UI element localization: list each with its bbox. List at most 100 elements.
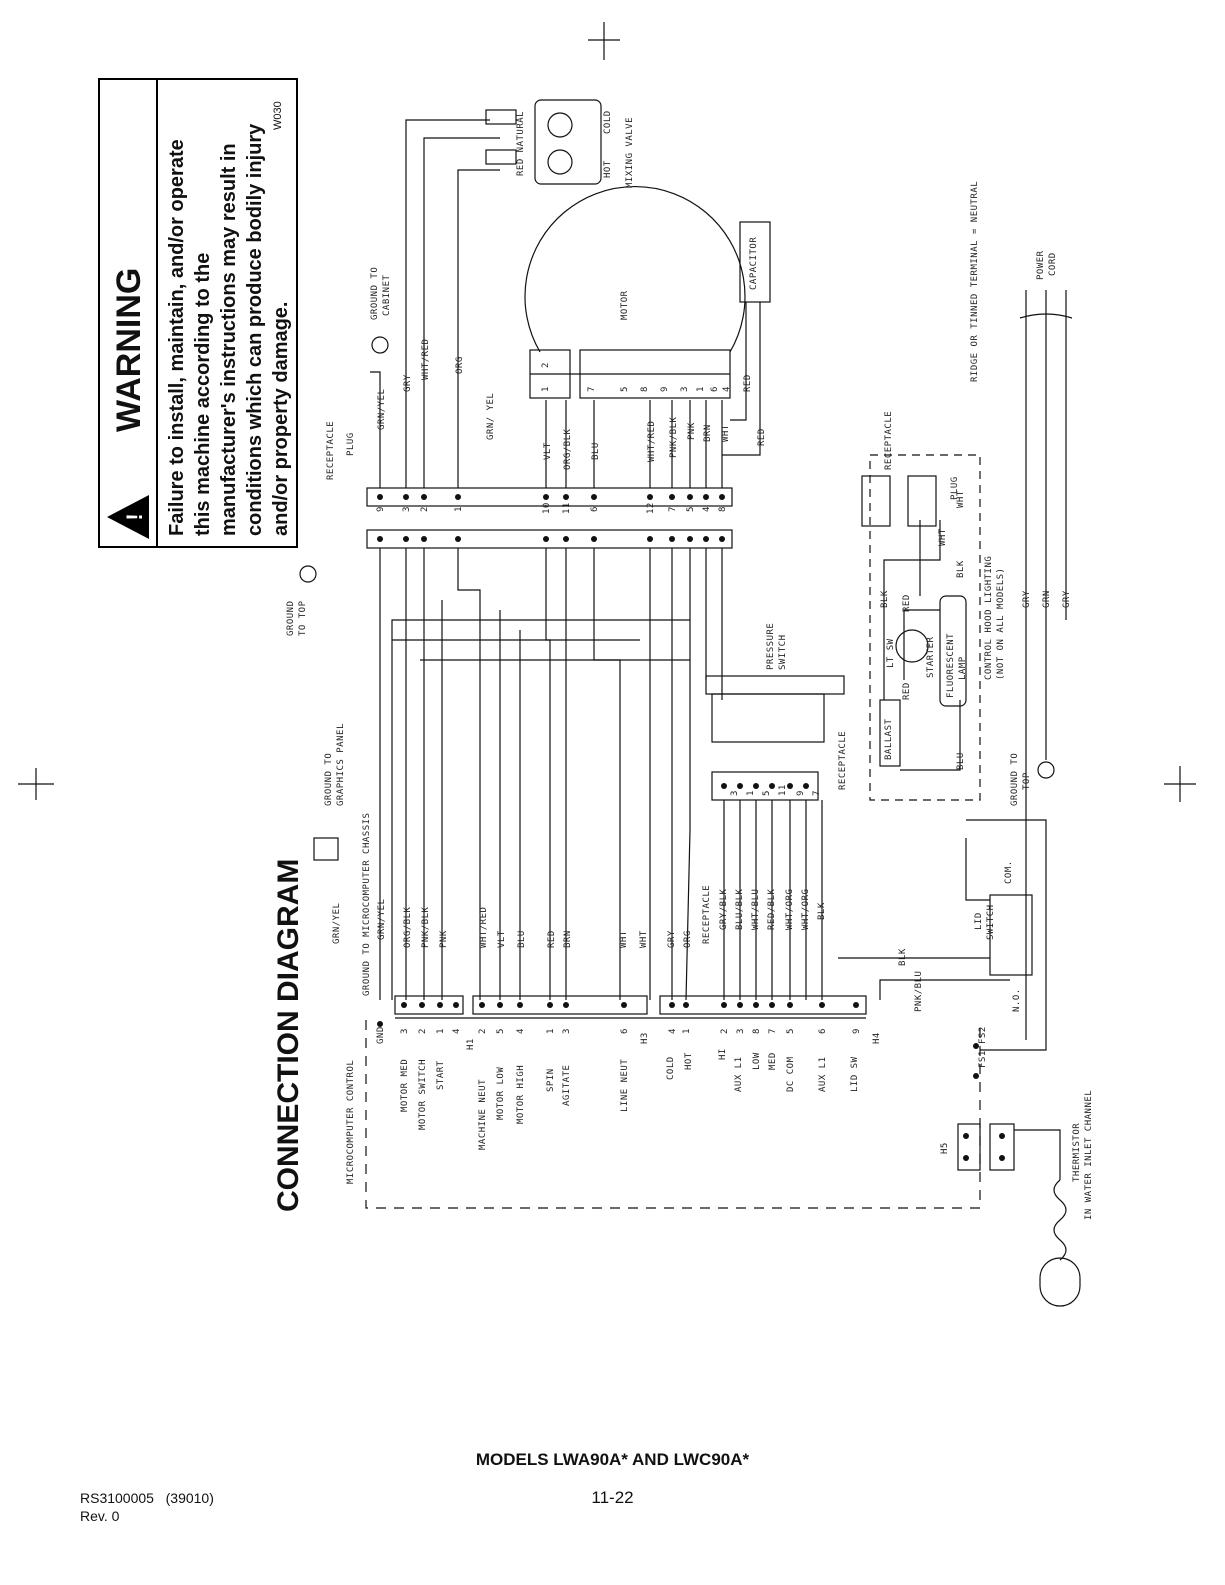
wire-right: BLK	[880, 590, 890, 608]
label-power-cord-1: POWER	[1036, 250, 1046, 280]
label-fluorescent-1: FLUORESCENT	[946, 632, 956, 698]
wire-right: GRY	[1062, 590, 1072, 608]
wire-upper: VLT	[543, 442, 553, 460]
plug-pin: 3	[402, 506, 412, 512]
wire-right: WHT	[956, 490, 966, 508]
motor-pin: 5	[620, 386, 630, 392]
doc-number: RS3100005 (39010)	[80, 1490, 214, 1506]
h4-pin: 3	[730, 790, 740, 796]
function-label: LID SW	[850, 1056, 860, 1092]
wire-lower: RED	[547, 930, 557, 948]
harness-pin: 9	[852, 1028, 862, 1034]
label-ground-graphics-1: GROUND TO	[324, 752, 334, 806]
wire-right: BLU	[956, 752, 966, 770]
wire-right: RED	[902, 594, 912, 612]
h4-receptacle	[711, 771, 819, 801]
plug-pin: 9	[376, 506, 386, 512]
harness-pin: 5	[786, 1028, 796, 1034]
label-pressure-switch-1: PRESSURE	[766, 622, 776, 670]
wire-upper: GRN/YEL	[377, 388, 387, 430]
wire-lower: VLT	[497, 930, 507, 948]
label-lid-switch-1: LID	[974, 912, 984, 930]
plug-pin: 5	[686, 506, 696, 512]
models-caption: MODELS LWA90A* AND LWC90A*	[475, 1450, 750, 1469]
h4-pin: 9	[796, 790, 806, 796]
h1-block-b	[472, 995, 648, 1015]
plug-right	[907, 475, 937, 527]
hood-lighting-outline	[869, 454, 981, 801]
label-receptacle-h4: RECEPTACLE	[702, 884, 712, 944]
label-fs1: FS1	[978, 1050, 988, 1068]
wire-upper: GRY	[403, 374, 413, 392]
harness-pin: 8	[752, 1028, 762, 1034]
harness-pin: 4	[516, 1028, 526, 1034]
label-com: COM.	[1004, 860, 1014, 884]
wire-h4: GRY/BLK	[719, 888, 729, 930]
label-control-hood-1: CONTROL HOOD LIGHTING	[984, 555, 994, 680]
label-ground-cabinet-2: CABINET	[382, 274, 392, 316]
label-pressure-switch-2: SWITCH	[778, 634, 788, 670]
wire-lower: ORG	[683, 930, 693, 948]
wire-h4: WHT/BLU	[751, 888, 761, 930]
plug-pin: 4	[702, 506, 712, 512]
label-hot: HOT	[603, 160, 613, 178]
h4-block	[659, 995, 867, 1015]
lid-switch-box	[989, 894, 1033, 976]
label-control-hood-2: (NOT ON ALL MODELS)	[996, 567, 1006, 680]
thermistor-sensor	[1039, 1257, 1081, 1307]
label-ground-top-b2: TOP	[1022, 772, 1032, 790]
label-ridge-neutral: RIDGE OR TINNED TERMINAL = NEUTRAL	[970, 180, 980, 382]
label-lid-switch-2: SWITCH	[986, 904, 996, 940]
harness-pin: 3	[562, 1028, 572, 1034]
label-ballast: BALLAST	[884, 718, 894, 760]
plug-pin: 7	[668, 506, 678, 512]
label-fs2: FS2	[978, 1026, 988, 1044]
label-h3: H3	[640, 1032, 650, 1044]
label-power-cord-2: CORD	[1048, 252, 1058, 276]
wire-upper: BLU	[591, 442, 601, 460]
harness-pin: 3	[736, 1028, 746, 1034]
h4-pin: 7	[812, 790, 822, 796]
ground-top-ring	[299, 565, 317, 583]
function-label: DC COM	[786, 1056, 796, 1092]
wire-upper: PNK/BLK	[669, 416, 679, 458]
label-micro-control: MICROCOMPUTER CONTROL	[346, 1059, 356, 1184]
wire-h4: RED/BLK	[767, 888, 777, 930]
plug-pin: 12	[646, 502, 656, 514]
wire-lower: WHT	[619, 930, 629, 948]
plug-pin: 10	[542, 502, 552, 514]
wire-h4: WHT/ORG	[785, 888, 795, 930]
wire-right: WHT	[938, 528, 948, 546]
harness-pin: 6	[818, 1028, 828, 1034]
receptacle-strip	[366, 529, 733, 549]
harness-pin: 3	[400, 1028, 410, 1034]
plug-pin: 8	[718, 506, 728, 512]
harness-pin: 4	[452, 1028, 462, 1034]
label-ground-cabinet-1: GROUND TO	[370, 266, 380, 320]
label-blk: BLK	[898, 948, 908, 966]
label-pnk-blu: PNK/BLU	[914, 970, 924, 1012]
harness-pin: 2	[720, 1028, 730, 1034]
function-label: HI	[718, 1048, 728, 1060]
function-label: MOTOR HIGH	[516, 1064, 526, 1124]
h5-block-a	[957, 1123, 981, 1171]
label-gnd: GND	[376, 1026, 386, 1044]
wire-upper: ORG	[455, 356, 465, 374]
wire-lower: WHT	[639, 930, 649, 948]
label-fluorescent-2: LAMP	[958, 656, 968, 680]
function-label: AUX L1	[818, 1056, 828, 1092]
wire-right: RED	[902, 682, 912, 700]
label-cold: COLD	[603, 110, 613, 134]
power-cord-clamp	[1019, 313, 1073, 319]
wire-upper: GRN/ YEL	[486, 392, 496, 440]
function-label: MOTOR LOW	[496, 1066, 506, 1120]
label-red-natural: RED NATURAL	[516, 110, 526, 176]
receptacle-right	[861, 475, 891, 527]
wire-right: GRY	[1022, 590, 1032, 608]
pressure-switch-top	[705, 675, 845, 695]
function-label: SPIN	[546, 1068, 556, 1092]
harness-pin: 7	[768, 1028, 778, 1034]
fluorescent-lamp	[939, 595, 967, 707]
label-ground-graphics-2: GRAPHICS PANEL	[336, 723, 346, 806]
harness-pin: 1	[546, 1028, 556, 1034]
